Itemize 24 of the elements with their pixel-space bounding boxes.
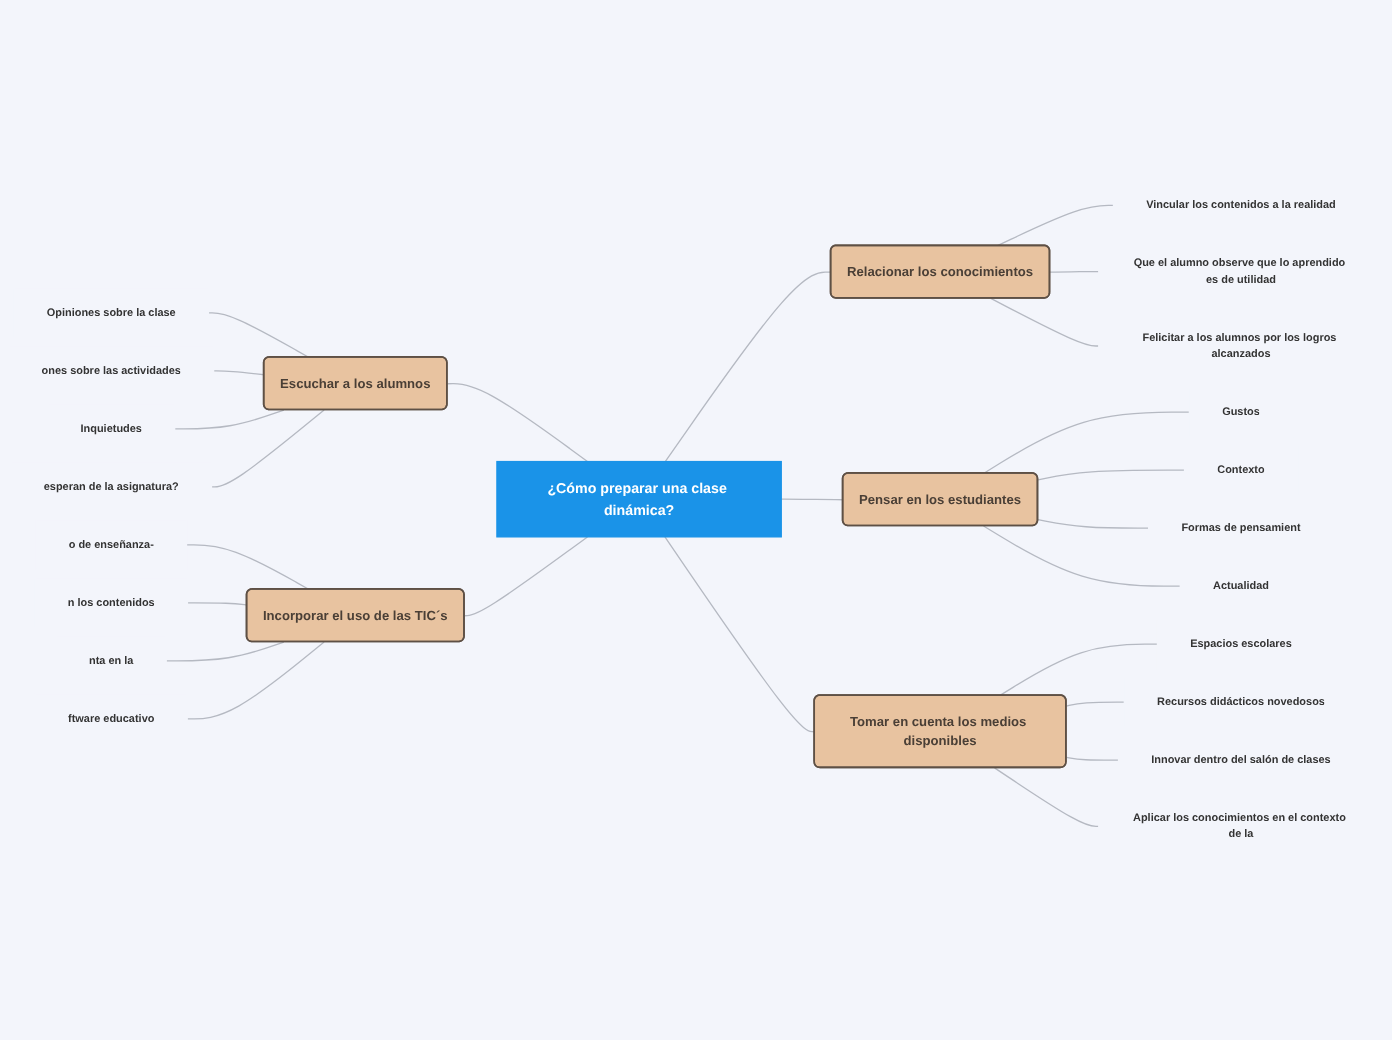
connector: [186, 544, 310, 591]
connector: [664, 271, 832, 463]
connector: [1037, 469, 1186, 481]
connector: [664, 536, 816, 733]
connector: [165, 641, 285, 662]
connector: [993, 767, 1100, 828]
connector: [982, 525, 1181, 587]
connector: [186, 602, 248, 606]
connector: [210, 409, 325, 488]
connector: [186, 641, 325, 720]
connector: [996, 204, 1115, 247]
connector: [1049, 270, 1100, 273]
connector: [780, 498, 844, 501]
connector: [990, 297, 1100, 347]
connector: [1065, 701, 1125, 707]
connector: [982, 411, 1190, 475]
connector: [999, 643, 1158, 697]
connector: [463, 536, 589, 617]
connector: [1037, 518, 1150, 529]
connector: [174, 409, 285, 430]
connector: [446, 383, 589, 463]
connector: [1065, 756, 1120, 761]
connector: [207, 312, 310, 359]
connector: [213, 370, 265, 376]
